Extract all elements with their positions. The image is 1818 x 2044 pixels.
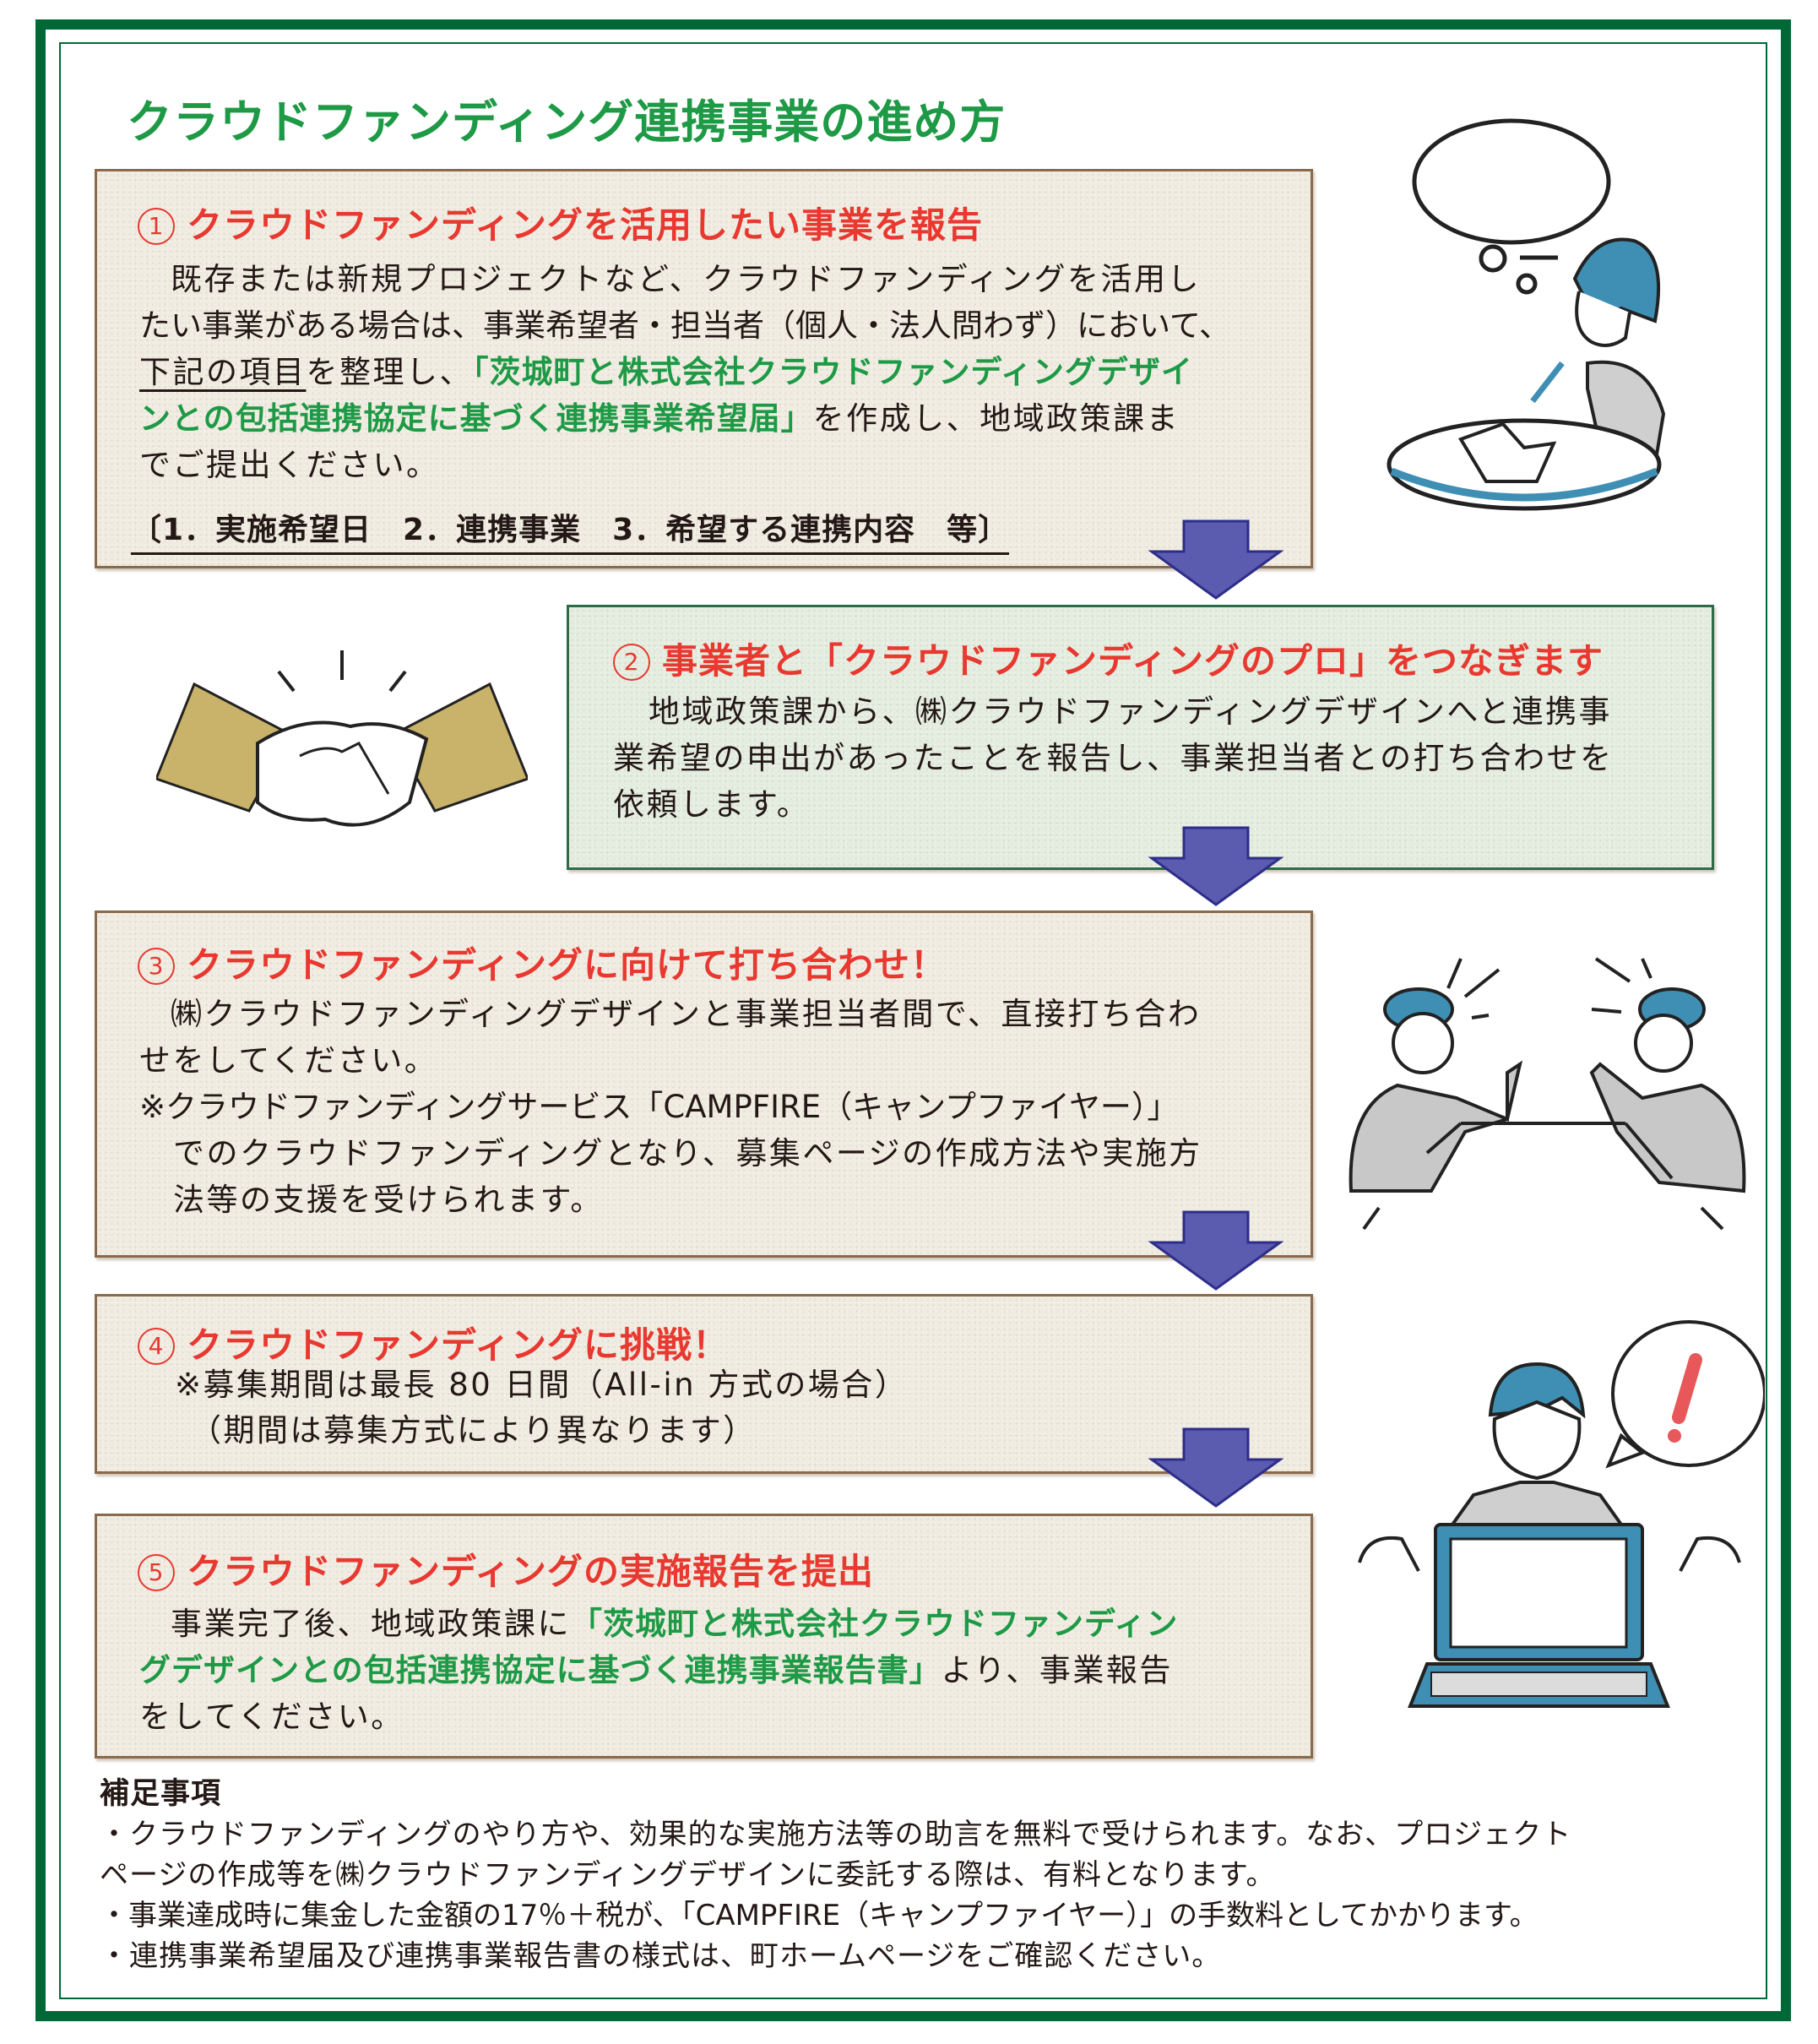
arrow-down-icon: [1148, 1427, 1283, 1508]
person-with-laptop-exclamation-illustration: [1358, 1320, 1765, 1708]
arrow-down-icon: [1148, 519, 1283, 600]
step-1-items-list: 〔1．実施希望日 2．連携事業 3．希望する連携内容 等〕: [131, 505, 1010, 555]
arrow-down-icon: [1148, 1210, 1283, 1291]
note-item: ページの作成等を㈱クラウドファンディングデザインに委託する際は、有料となります。: [100, 1858, 1276, 1892]
person-thinking-illustration: [1387, 118, 1666, 511]
step-2-number-icon: 2: [613, 644, 650, 681]
notes-title: 補足事項: [100, 1777, 222, 1811]
handshake-illustration: [156, 650, 528, 827]
two-people-meeting-illustration: [1349, 957, 1746, 1231]
step-5-body: 事業完了後、地域政策課に「茨城町と株式会社クラウドファンディン グデザインとの包…: [139, 1606, 1179, 1735]
step-5-number-icon: 5: [138, 1554, 175, 1591]
page-title: クラウドファンディング連携事業の進め方: [127, 95, 1007, 149]
note-item: ・連携事業希望届及び連携事業報告書の様式は、町ホームページをご確認ください。: [100, 1939, 1222, 1973]
step-2-body: 地域政策課から、㈱クラウドファンディングデザインへと連携事 業希望の申出があった…: [613, 693, 1614, 823]
application-form-name: 「茨城町と株式会社クラウドファンディングデザイ: [473, 354, 1193, 390]
supplementary-notes: 補足事項 ・クラウドファンディングのやり方や、効果的な実施方法等の助言を無料で受…: [100, 1774, 1571, 1976]
items-reference: 下記の項目: [139, 354, 307, 390]
note-item: ・事業達成時に集金した金額の17％＋税が、「CAMPFIRE（キャンプファイヤー…: [100, 1899, 1539, 1933]
report-form-name: 「茨城町と株式会社クラウドファンディン: [571, 1606, 1179, 1642]
inner-frame: [59, 42, 1767, 1999]
step-4-body: ※募集期間は最長 80 日間（All-in 方式の場合） （期間は募集方式により…: [175, 1367, 909, 1449]
step-1-body: 既存または新規プロジェクトなど、クラウドファンディングを活用し たい事業がある場…: [139, 261, 1231, 483]
arrow-down-icon: [1148, 826, 1283, 906]
outer-frame: [35, 19, 1791, 2021]
step-1-number-icon: 1: [138, 208, 175, 245]
note-item: ・クラウドファンディングのやり方や、効果的な実施方法等の助言を無料で受けられます…: [100, 1818, 1572, 1851]
step-3-number-icon: 3: [138, 948, 175, 985]
step-3-body: ㈱クラウドファンディングデザインと事業担当者間で、直接打ち合わ せをしてください…: [139, 996, 1202, 1218]
step-4-number-icon: 4: [138, 1328, 175, 1365]
